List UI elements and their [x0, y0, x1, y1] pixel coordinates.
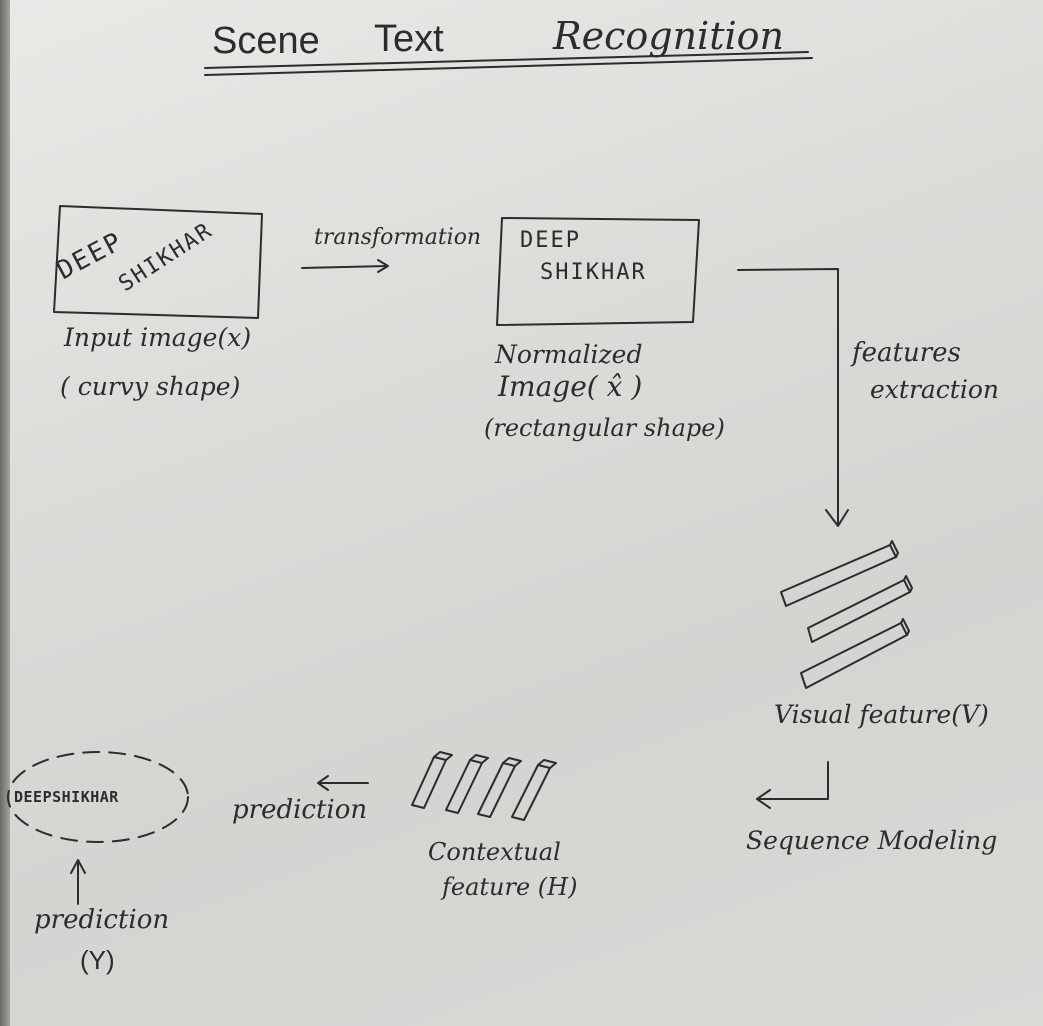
sequence-modeling-arrow: [756, 761, 829, 809]
features-extraction-label-1: features: [852, 338, 961, 368]
normalized-box-word-deep: DEEP: [520, 228, 581, 253]
features-extraction-label-2: extraction: [870, 375, 999, 404]
output-prediction-label: prediction: [34, 905, 170, 935]
title-word-text: Text: [374, 18, 444, 60]
normalized-image-symbol-label: Image( x̂ ): [498, 370, 643, 403]
transformation-arrow: [301, 259, 389, 273]
title-underline-2: [204, 57, 813, 76]
output-text: DEEPSHIKHAR: [14, 788, 119, 806]
prediction-arrow: [317, 775, 369, 791]
output-up-arrow: [70, 859, 86, 905]
title-word-recognition: Recognition: [553, 14, 784, 58]
features-extraction-arrow: [737, 268, 849, 527]
input-image-label: Input image(x): [64, 323, 252, 352]
output-ellipse: [7, 751, 189, 843]
contextual-feature-label-2: feature (H): [442, 873, 578, 901]
normalized-image-box: [496, 217, 700, 326]
paper-sheet: [10, 0, 1043, 1026]
normalized-box-word-shikhar: SHIKHAR: [540, 260, 647, 285]
contextual-feature-blocks: [411, 751, 557, 821]
output-y-label: (Y): [80, 945, 115, 975]
sequence-modeling-label: Sequence Modeling: [746, 826, 998, 855]
normalized-image-label: Normalized: [495, 340, 643, 369]
title-word-scene: Scene: [212, 20, 320, 62]
visual-feature-label: Visual feature(V): [774, 700, 989, 729]
contextual-feature-label-1: Contextual: [428, 838, 561, 866]
title-underline: [204, 51, 809, 69]
transformation-label: transformation: [314, 225, 482, 250]
input-image-shape-label: ( curvy shape): [60, 372, 241, 401]
visual-feature-blocks: [780, 540, 913, 689]
prediction-label: prediction: [232, 795, 368, 825]
input-image-box: [53, 205, 263, 319]
normalized-image-shape-label: (rectangular shape): [484, 414, 725, 442]
